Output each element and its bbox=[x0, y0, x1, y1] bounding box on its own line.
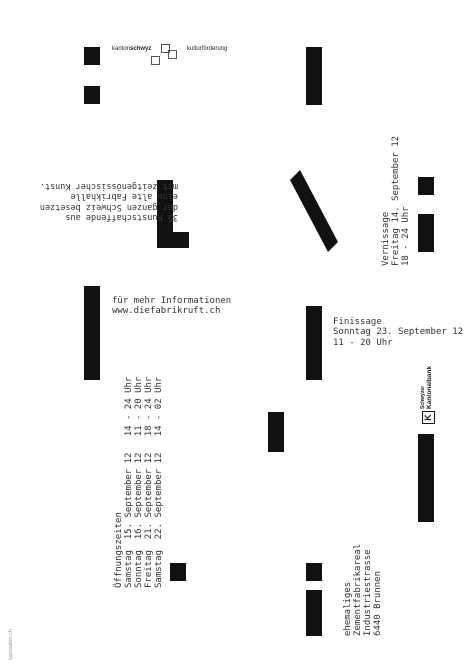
bar-right-small-1 bbox=[418, 177, 434, 195]
opening-hours-heading: Öffnungszeiten bbox=[114, 512, 124, 588]
bar-center-block bbox=[268, 412, 284, 452]
vernissage-date: Freitag 14. September 12 bbox=[391, 135, 401, 266]
location-line-3: Industriestrasse bbox=[363, 549, 373, 636]
credit-text: typosalon.ch bbox=[8, 629, 14, 660]
opening-row-3: Freitag 21. September 12 18 - 24 Uhr bbox=[144, 376, 154, 588]
vernissage-time: 18 - 24 Uhr bbox=[401, 206, 411, 266]
bar-top-right-long bbox=[306, 47, 322, 105]
intro-line-4: mit zeitgenössischer Kunst. bbox=[39, 181, 178, 191]
opening-row-1: Samstag 15. September 12 14 - 24 Uhr bbox=[124, 376, 134, 588]
bar-mid-left-foot bbox=[157, 232, 189, 248]
kulturfoerderung-label: kulturförderung bbox=[187, 46, 228, 52]
bar-top-left-2 bbox=[84, 86, 100, 104]
bar-location-long bbox=[306, 590, 322, 636]
bar-right-small-2 bbox=[418, 214, 434, 252]
schwyzer-kantonalbank-logo: K Schwyzer Kantonalbank bbox=[420, 364, 436, 424]
finissage-date: Sonntag 23. September 12 bbox=[333, 327, 464, 337]
logo-bold: schwyz bbox=[130, 46, 152, 52]
info-url: www.diefabrikruft.ch bbox=[112, 306, 221, 316]
bar-top-left-1 bbox=[84, 47, 100, 65]
location-line-1: ehemaliges bbox=[343, 581, 353, 636]
intro-line-1: 35 Kunstschaffende aus bbox=[65, 212, 178, 223]
opening-row-4: Samstag 22. September 12 14 - 02 Uhr bbox=[154, 376, 164, 588]
location-line-4: 6440 Brunnen bbox=[373, 570, 383, 636]
location-line-2: Zementfabrikareal bbox=[353, 543, 363, 636]
bar-hours-small bbox=[170, 563, 186, 581]
intro-line-2: der ganzen Schweiz besetzen bbox=[39, 202, 178, 212]
bar-right-bottom-long bbox=[418, 434, 434, 522]
opening-row-2: Sonntag 16. September 12 11 - 20 Uhr bbox=[134, 376, 144, 588]
logo-squares-icon bbox=[148, 44, 180, 66]
bar-finissage-left bbox=[306, 306, 322, 380]
intro-line-3: eine alte Fabrikhalle bbox=[70, 191, 178, 202]
logo-prefix: kanton bbox=[112, 46, 131, 52]
bar-info-left bbox=[84, 286, 100, 380]
bank-line-2: Kantonalbank bbox=[426, 366, 433, 409]
bar-location-small bbox=[306, 563, 322, 581]
info-line: für mehr Informationen bbox=[112, 295, 232, 306]
bank-k-icon: K bbox=[422, 411, 435, 424]
bar-mid-left-vertical bbox=[157, 180, 173, 248]
diagonal-bar bbox=[290, 170, 338, 252]
finissage-time: 11 - 20 Uhr bbox=[333, 337, 393, 348]
vernissage-title: Vernissage bbox=[381, 211, 391, 266]
finissage-title: Finissage bbox=[333, 316, 382, 327]
kanton-schwyz-logo: kantonschwyz bbox=[112, 46, 151, 52]
